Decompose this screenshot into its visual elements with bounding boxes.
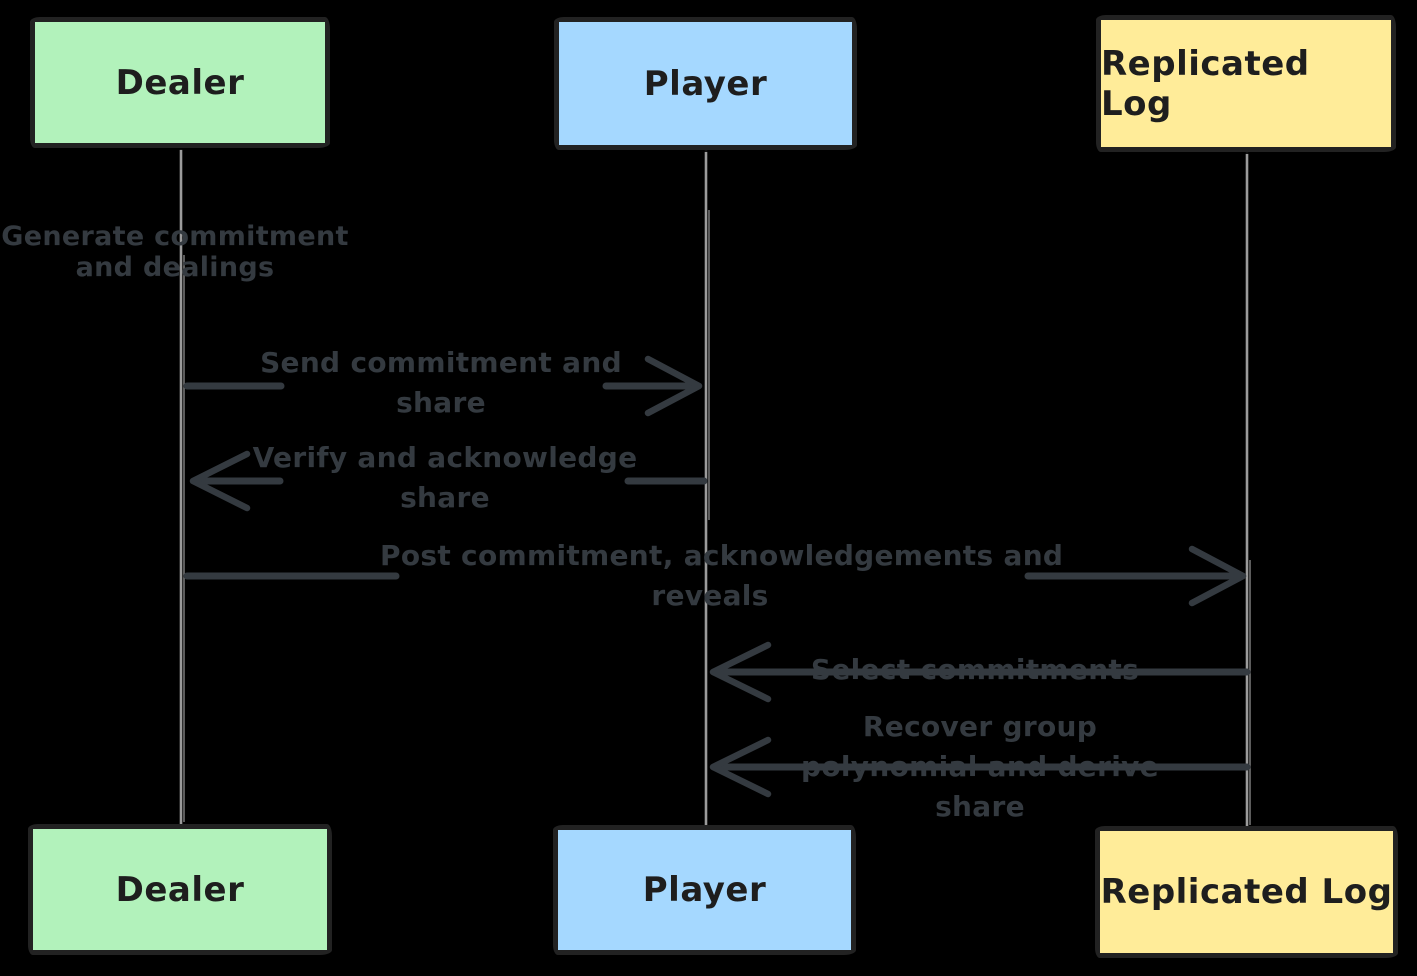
arrow-5-head-left-icon bbox=[709, 736, 772, 798]
actor-label-replicated-log-bottom: Replicated Log bbox=[1100, 872, 1393, 912]
actor-box-replicated-log-top: Replicated Log bbox=[1096, 15, 1396, 152]
message-line: Recover group bbox=[862, 710, 1098, 743]
message-line: share bbox=[396, 386, 486, 419]
message-line: Post commitment, acknowledgements and bbox=[380, 539, 1064, 572]
actor-box-player-bottom: Player bbox=[553, 825, 856, 955]
actor-box-replicated-log-bottom: Replicated Log bbox=[1095, 826, 1398, 958]
arrow-4-head-left-icon bbox=[709, 641, 772, 703]
arrow-1-head-right-icon bbox=[644, 355, 703, 417]
arrow-send-commitment-and-share bbox=[183, 355, 703, 417]
message-line: polynomial and derive bbox=[801, 750, 1159, 783]
message-line: Select commitments bbox=[810, 653, 1140, 686]
lifeline-replicated-log bbox=[1245, 152, 1251, 827]
message-line: Send commitment and bbox=[260, 346, 622, 379]
lifeline-player bbox=[704, 150, 710, 826]
arrow-verify-and-acknowledge-share bbox=[189, 450, 708, 512]
message-line: share bbox=[935, 790, 1025, 823]
actor-box-dealer-bottom: Dealer bbox=[28, 824, 332, 955]
message-label-verify-and-acknowledge-share: Verify and acknowledge share bbox=[195, 438, 695, 518]
note-line: Generate commitment bbox=[1, 221, 349, 252]
actor-label-dealer-top: Dealer bbox=[115, 62, 245, 103]
message-line: Verify and acknowledge bbox=[252, 441, 638, 474]
message-label-select-commitments: Select commitments bbox=[725, 650, 1225, 690]
message-label-recover-group-polynomial: Recover group polynomial and derive shar… bbox=[730, 707, 1230, 827]
note-line: and dealings bbox=[75, 252, 275, 283]
actor-label-replicated-log-top: Replicated Log bbox=[1101, 43, 1310, 124]
message-label-send-commitment-and-share: Send commitment and share bbox=[191, 343, 691, 423]
lifeline-dealer bbox=[179, 149, 185, 825]
arrow-post-commitment-acknowledgements-reveals bbox=[183, 545, 1247, 607]
arrow-2-head-left-icon bbox=[189, 450, 251, 512]
note-generate-commitment-and-dealings: Generate commitment and dealings bbox=[0, 221, 375, 283]
actor-box-player-top: Player bbox=[554, 17, 857, 150]
actor-label-dealer-bottom: Dealer bbox=[115, 869, 245, 910]
arrow-recover-group-polynomial bbox=[709, 736, 1251, 798]
actor-box-dealer-top: Dealer bbox=[30, 17, 330, 148]
arrow-select-commitments bbox=[709, 641, 1251, 703]
arrow-3-head-right-icon bbox=[1188, 545, 1247, 607]
message-line: reveals bbox=[651, 579, 769, 612]
message-label-post-commitment-acknowledgements-reveals: Post commitment, acknowledgements and re… bbox=[380, 536, 1064, 616]
actor-label-player-top: Player bbox=[643, 63, 768, 104]
actor-label-player-bottom: Player bbox=[642, 870, 767, 910]
message-line: share bbox=[400, 481, 490, 514]
